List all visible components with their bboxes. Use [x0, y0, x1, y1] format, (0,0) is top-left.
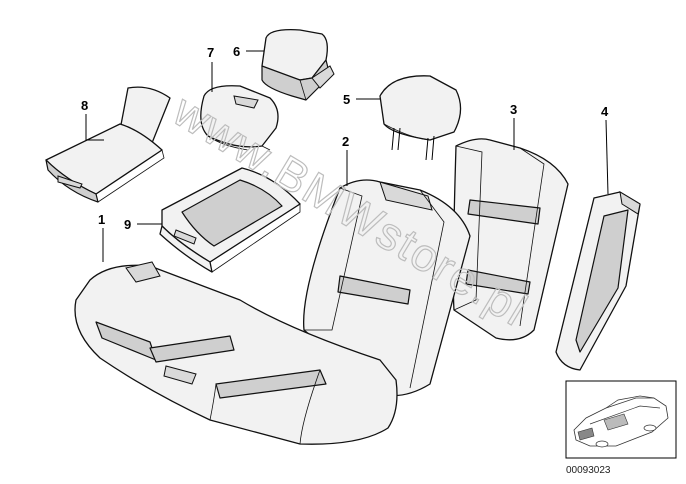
part-5-headrest[interactable] — [379, 75, 462, 161]
callout-2[interactable]: 2 — [342, 134, 349, 149]
part-3-backrest-frame[interactable] — [452, 138, 569, 341]
callout-8[interactable]: 8 — [81, 98, 88, 113]
vehicle-inset[interactable] — [565, 380, 677, 459]
part-4-side-bolster[interactable] — [555, 191, 641, 371]
part-8-armrest-pad[interactable] — [45, 86, 171, 203]
part-1-seat-cushion[interactable] — [74, 261, 398, 445]
part-9-armrest-tray[interactable] — [159, 167, 301, 273]
callout-1[interactable]: 1 — [98, 212, 105, 227]
car-silhouette-icon — [573, 395, 669, 448]
callout-7[interactable]: 7 — [207, 45, 214, 60]
part-6-cushion-block[interactable] — [261, 29, 335, 101]
callout-9[interactable]: 9 — [124, 217, 131, 232]
callout-6[interactable]: 6 — [233, 44, 240, 59]
callout-4[interactable]: 4 — [601, 104, 609, 119]
part-2-backrest[interactable] — [302, 179, 471, 397]
leader-lines — [85, 50, 609, 262]
callouts: 1 2 3 4 5 6 7 8 9 — [81, 44, 609, 232]
diagram-reference-number: 00093023 — [566, 465, 611, 476]
part-7-armrest-cover[interactable] — [200, 85, 279, 151]
callout-3[interactable]: 3 — [510, 102, 517, 117]
callout-5[interactable]: 5 — [343, 92, 350, 107]
